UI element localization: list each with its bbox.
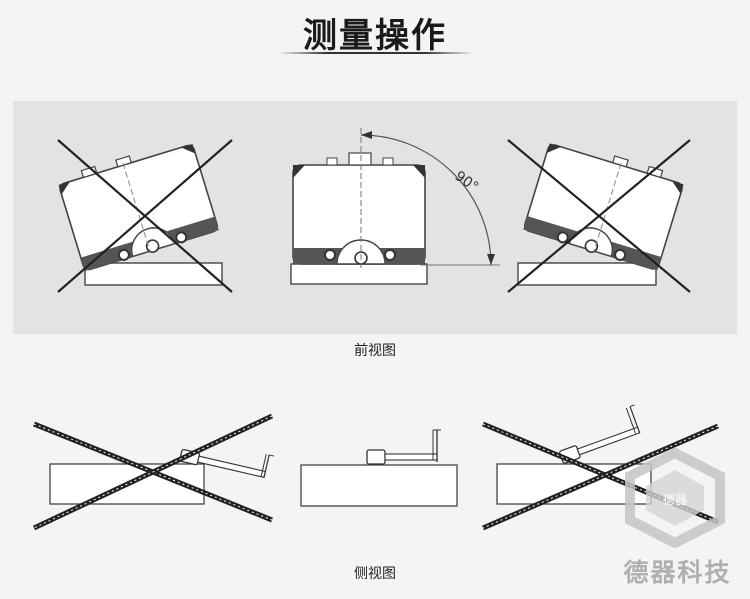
front-view-correct: 90° (290, 128, 500, 285)
front-view-caption: 前视图 (354, 343, 396, 359)
front-view-incorrect-left (57, 139, 233, 293)
front-view-incorrect-right (507, 139, 691, 293)
page-title: 测量操作 (303, 16, 447, 56)
side-view-incorrect-left (32, 413, 275, 531)
brand-name: 德器科技 (623, 558, 732, 587)
brand-logo-text: 德器 (663, 492, 687, 507)
side-view-caption: 侧视图 (354, 566, 396, 582)
angle-label: 90° (452, 168, 482, 195)
side-view-correct (300, 429, 458, 507)
brand-logo-icon: 德器 (625, 448, 725, 548)
title-underline (278, 52, 474, 54)
